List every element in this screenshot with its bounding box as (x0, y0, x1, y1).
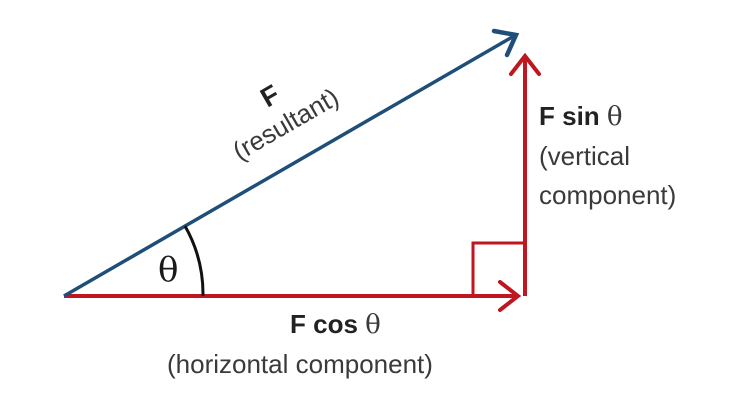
vertical-description-line1: (vertical (539, 141, 631, 171)
vertical-theta-symbol: θ (606, 102, 623, 132)
vertical-description-line2: component) (539, 180, 677, 210)
vertical-expression-text: F sin (539, 101, 600, 131)
vertical-component-arrowhead (509, 52, 541, 76)
resultant-vector-line (63, 34, 515, 298)
horizontal-component-description: (horizontal component) (167, 349, 433, 379)
horizontal-component-arrowhead (498, 280, 522, 312)
resultant-vector-arrowhead (491, 28, 520, 58)
horizontal-theta-symbol: θ (365, 310, 381, 340)
vertical-component-expression: F sin θ (539, 103, 623, 130)
right-angle-marker (471, 241, 525, 296)
horizontal-component-expression: F cos θ (290, 311, 381, 338)
angle-arc (183, 225, 205, 297)
horizontal-expression-text: F cos (290, 309, 358, 339)
angle-theta-label: θ (158, 250, 179, 290)
